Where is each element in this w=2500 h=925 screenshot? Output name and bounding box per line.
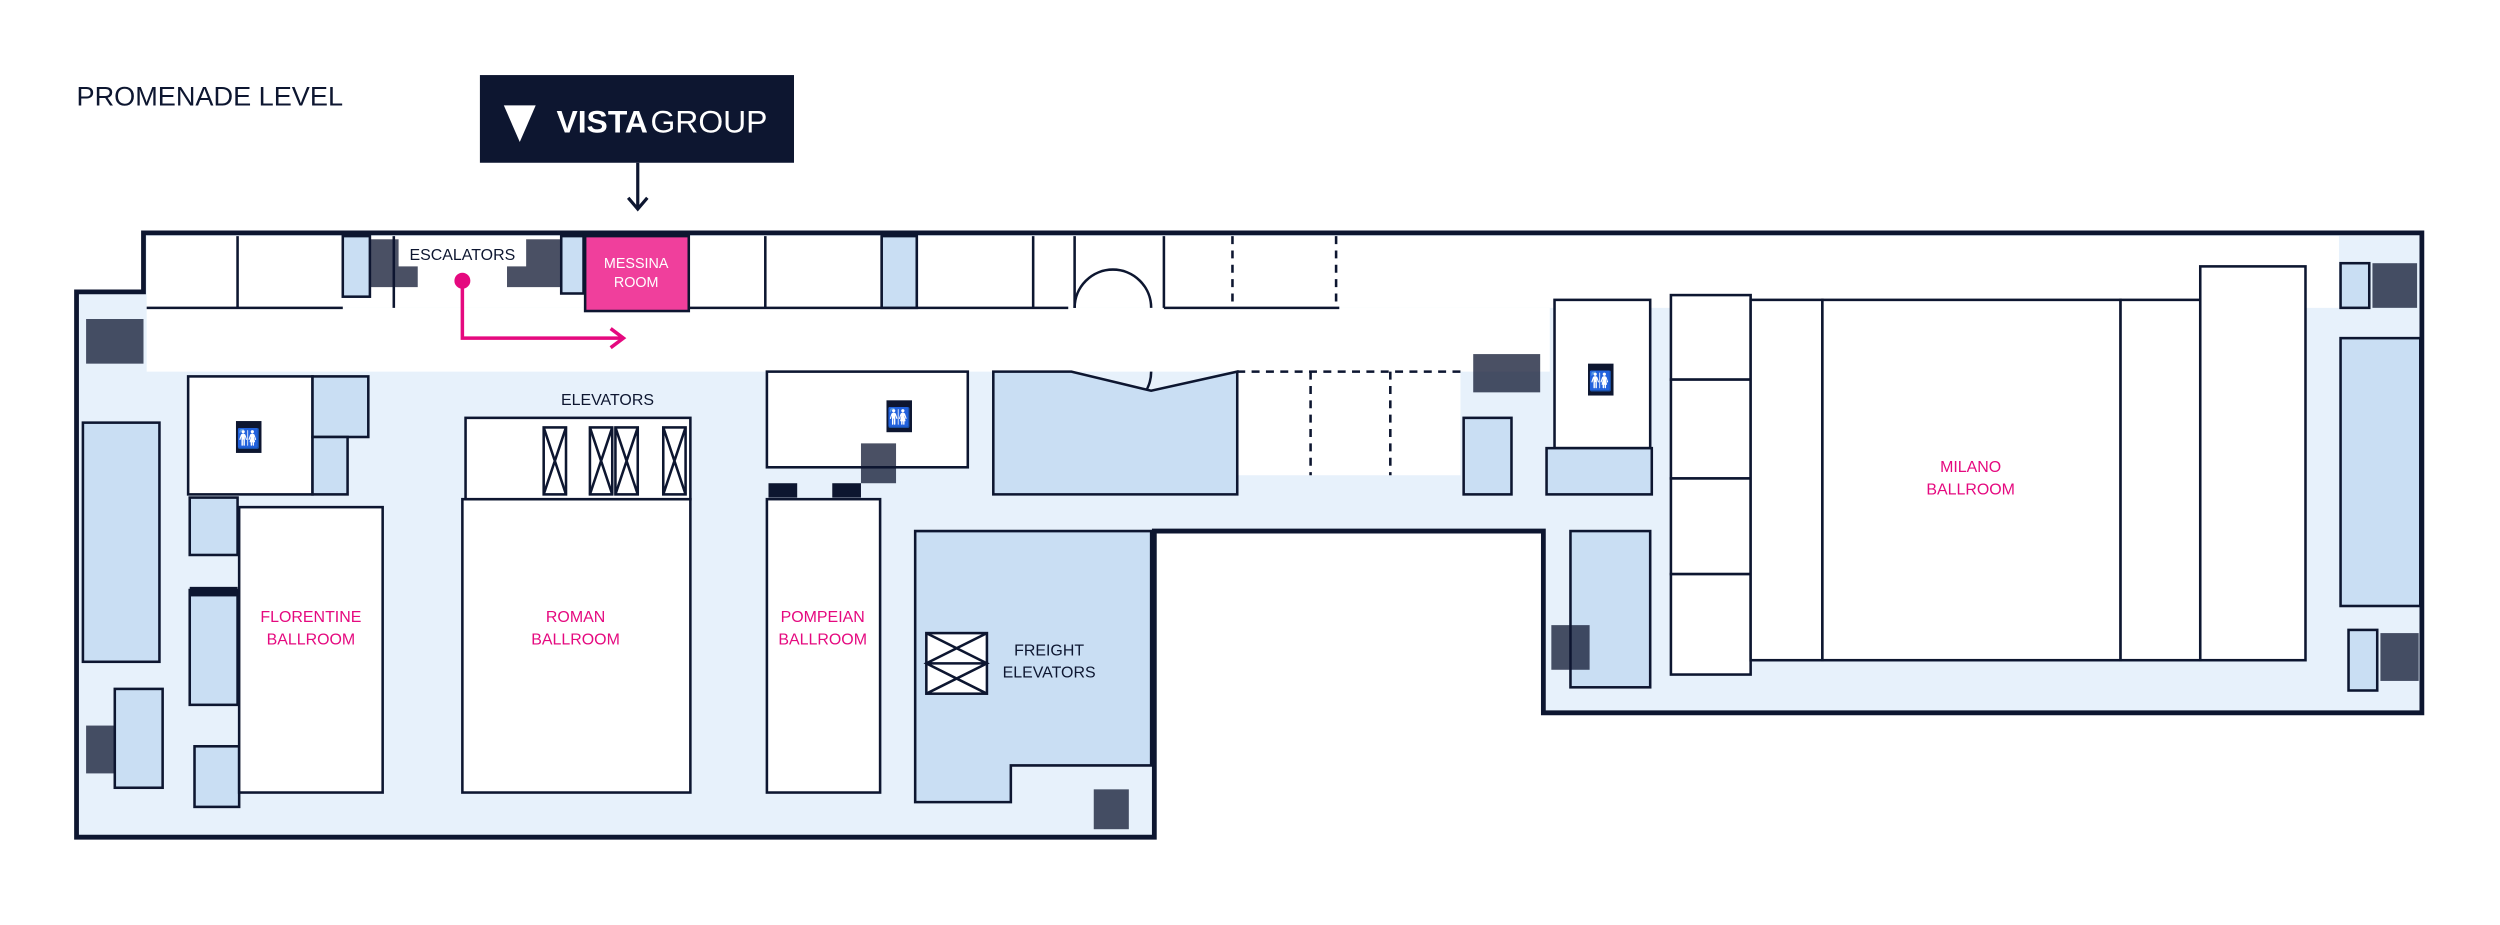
restroom-icon: 🚻 [1588, 363, 1614, 396]
freight-label-line1: FREIGHT [1014, 642, 1084, 659]
pompeian-ballroom[interactable]: POMPEIAN BALLROOM [765, 497, 882, 794]
roman-ballroom[interactable]: ROMAN BALLROOM [461, 497, 692, 794]
florentine-label-line1: FLORENTINE [260, 609, 361, 626]
vista-group-logo: VISTA GROUP [479, 75, 795, 163]
freight-elevators: FREIGHT ELEVATORS [913, 529, 1153, 804]
freight-label-line2: ELEVATORS [1003, 665, 1096, 682]
messina-room[interactable]: MESSINA ROOM [583, 234, 691, 313]
roman-label-line2: BALLROOM [531, 631, 620, 648]
messina-label-line1: MESSINA [604, 256, 669, 272]
level-title: PROMENADE LEVEL [77, 80, 344, 111]
escalators-label: ESCALATORS [410, 247, 516, 264]
restroom-icon: 🚻 [235, 421, 262, 453]
milano-label-line1: MILANO [1940, 459, 2001, 476]
florentine-label-line2: BALLROOM [267, 631, 356, 648]
restroom-icon: 🚻 [886, 400, 912, 433]
pompeian-label-line2: BALLROOM [778, 631, 867, 648]
svg-text:🚻: 🚻 [237, 427, 261, 450]
vista-v-logo-icon [503, 105, 536, 143]
logo-pointer-arrow-icon [626, 162, 649, 212]
svg-text:🚻: 🚻 [887, 406, 911, 429]
roman-label-line1: ROMAN [546, 609, 605, 626]
milano-label-line2: BALLROOM [1926, 481, 2015, 498]
svg-text:🚻: 🚻 [1589, 370, 1613, 393]
pompeian-label-line1: POMPEIAN [781, 609, 865, 626]
elevator-icon [542, 426, 687, 496]
milano-ballroom[interactable]: MILANO BALLROOM [1821, 298, 2122, 662]
messina-label-line2: ROOM [614, 275, 659, 291]
logo-text-bold: VISTA [556, 103, 648, 139]
florentine-ballroom[interactable]: FLORENTINE BALLROOM [237, 505, 384, 794]
logo-text-light: GROUP [651, 103, 768, 139]
elevators-label: ELEVATORS [561, 392, 654, 409]
route-arrow-icon [454, 272, 627, 350]
building-outline [74, 230, 2425, 840]
